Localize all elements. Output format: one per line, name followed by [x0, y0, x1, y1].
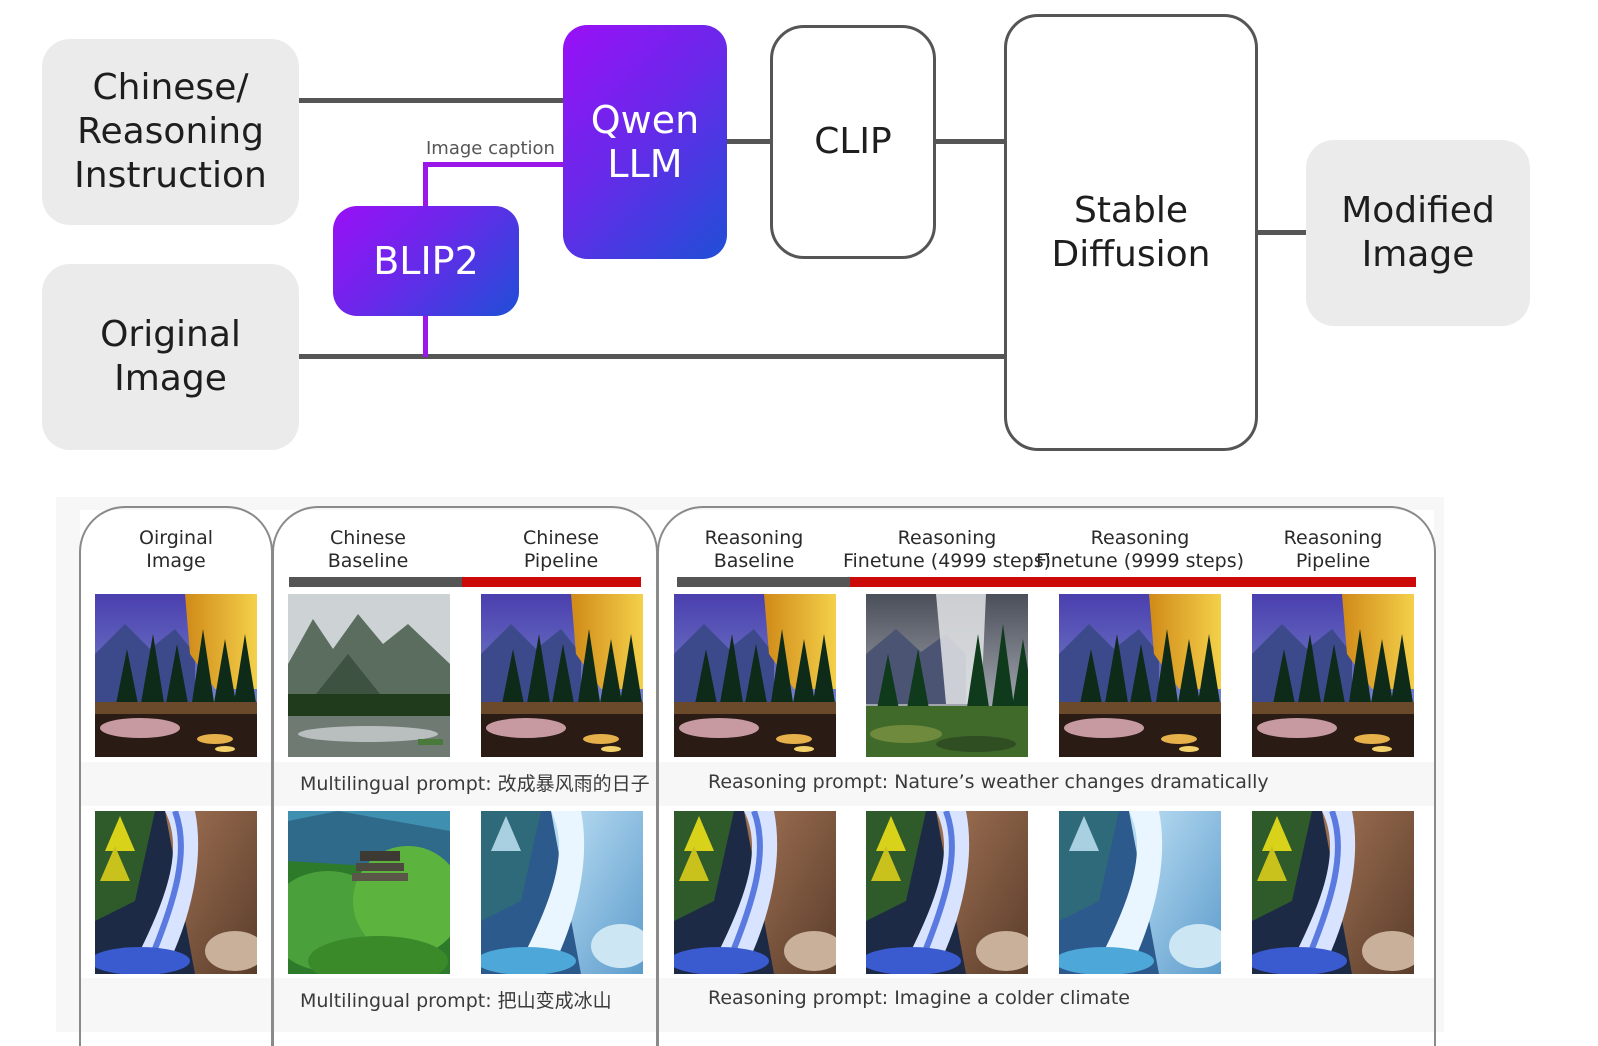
image-chinese-pipeline-iceberg [481, 811, 643, 974]
image-original-yosemite [95, 594, 257, 757]
image-reasoning-baseline-weather [674, 594, 836, 757]
column-header-reasoning-finetune-9999: Reasoning Finetune (9999 steps) [1035, 527, 1245, 572]
image-chinese-baseline-storm [288, 594, 450, 757]
connector-stable-diffusion-modified [1256, 230, 1308, 235]
column-header-chinese-baseline: Chinese Baseline [327, 527, 409, 572]
column-header-chinese-pipeline: Chinese Pipeline [523, 527, 599, 572]
connector-blip2-qwen-horizontal [423, 162, 567, 167]
connector-clip-stable-diffusion [934, 139, 1006, 144]
multilingual-prompt-row1: Multilingual prompt: 改成暴风雨的日子 [300, 773, 650, 795]
connector-instruction-qwen [298, 98, 566, 103]
instruction-node: Chinese/ Reasoning Instruction [42, 39, 299, 225]
image-chinese-baseline-iceberg [288, 811, 450, 974]
connector-original-blip2 [423, 312, 428, 357]
reasoning-prompt-row2: Reasoning prompt: Imagine a colder clima… [708, 987, 1130, 1009]
multilingual-prompt-row2: Multilingual prompt: 把山变成冰山 [300, 990, 612, 1012]
image-reasoning-finetune-4999-weather [866, 594, 1028, 757]
image-original-waterfall [95, 811, 257, 974]
bar-reasoning-ours [850, 577, 1416, 587]
image-reasoning-baseline-colder [674, 811, 836, 974]
image-reasoning-pipeline-colder [1252, 811, 1414, 974]
qwen-llm-node: Qwen LLM [563, 25, 727, 259]
column-header-reasoning-baseline: Reasoning Baseline [704, 527, 804, 572]
bar-chinese-pipeline [462, 577, 641, 587]
group-reasoning [657, 506, 1436, 1046]
image-reasoning-pipeline-weather [1252, 594, 1414, 757]
connector-blip2-qwen-vertical [423, 162, 428, 208]
image-reasoning-finetune-4999-colder [866, 811, 1028, 974]
image-reasoning-finetune-9999-weather [1059, 594, 1221, 757]
image-chinese-pipeline-storm [481, 594, 643, 757]
connector-qwen-clip [726, 139, 772, 144]
stable-diffusion-node: Stable Diffusion [1004, 14, 1258, 451]
reasoning-prompt-row1: Reasoning prompt: Nature’s weather chang… [708, 771, 1269, 793]
image-caption-label: Image caption [426, 138, 555, 159]
bar-chinese-baseline [289, 577, 462, 587]
clip-node: CLIP [770, 25, 936, 259]
connector-original-stable-diffusion [298, 354, 1006, 359]
bar-reasoning-baseline [677, 577, 850, 587]
blip2-node: BLIP2 [333, 206, 519, 316]
column-header-original: Oirginal Image [138, 527, 213, 572]
modified-image-node: Modified Image [1306, 140, 1530, 326]
original-image-node: Original Image [42, 264, 299, 450]
image-reasoning-finetune-9999-colder [1059, 811, 1221, 974]
column-header-reasoning-pipeline: Reasoning Pipeline [1283, 527, 1383, 572]
column-header-reasoning-finetune-4999: Reasoning Finetune (4999 steps) [842, 527, 1052, 572]
